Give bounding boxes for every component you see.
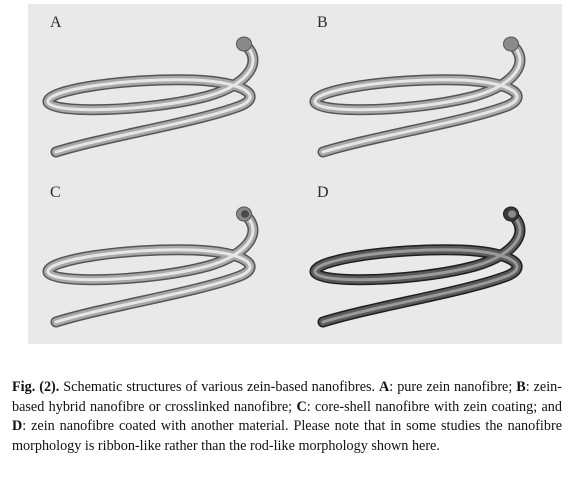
caption-key-a: A: [379, 379, 390, 395]
caption-text-a: : pure zein nanofibre;: [389, 379, 517, 395]
fibre-outline: [309, 208, 526, 328]
caption-fig-label: Fig. (2).: [12, 379, 60, 395]
fibre-outline: [42, 208, 259, 328]
fibre-highlight: [46, 212, 255, 324]
fibre-core: [508, 210, 516, 218]
caption-key-d: D: [12, 418, 23, 435]
panel-label-a: A: [50, 14, 62, 31]
nanofibre-helix: [42, 206, 259, 328]
fibre-highlight: [313, 212, 522, 324]
fibre-outline: [42, 38, 259, 158]
fibre-core: [241, 210, 249, 218]
figure-caption: Fig. (2). Schematic structures of variou…: [12, 378, 562, 456]
caption-key-b: B: [516, 379, 526, 395]
figure-image: A B C D: [28, 4, 562, 344]
caption-text-c: : core-shell nanofibre with zein coating…: [306, 398, 562, 415]
fibre-outline: [309, 38, 526, 158]
fibre-core: [508, 40, 516, 48]
caption-text-d: : zein nanofibre coated with another mat…: [12, 418, 562, 454]
fibre-core: [241, 40, 249, 48]
nanofibre-helix: [42, 36, 259, 158]
fibre-highlight: [46, 42, 255, 154]
caption-intro: Schematic structures of various zein-bas…: [59, 379, 380, 395]
fibre-body: [44, 40, 257, 156]
panel-b: B: [295, 4, 562, 174]
fibre-body: [311, 40, 524, 156]
caption-key-c: C: [296, 398, 307, 415]
fibre-body: [311, 210, 524, 326]
fibre-body: [44, 210, 257, 326]
panel-c: C: [28, 174, 295, 344]
caption-text-b: : zein-based hybrid nanofibre or crossli…: [12, 379, 562, 415]
panel-label-d: D: [317, 184, 329, 201]
panel-d: D: [295, 174, 562, 344]
panel-a: A: [28, 4, 295, 174]
nanofibre-helix: [309, 36, 526, 158]
panel-label-c: C: [50, 184, 61, 201]
nanofibre-helix: [309, 206, 526, 328]
panel-label-b: B: [317, 14, 328, 31]
fibre-highlight: [313, 42, 522, 154]
